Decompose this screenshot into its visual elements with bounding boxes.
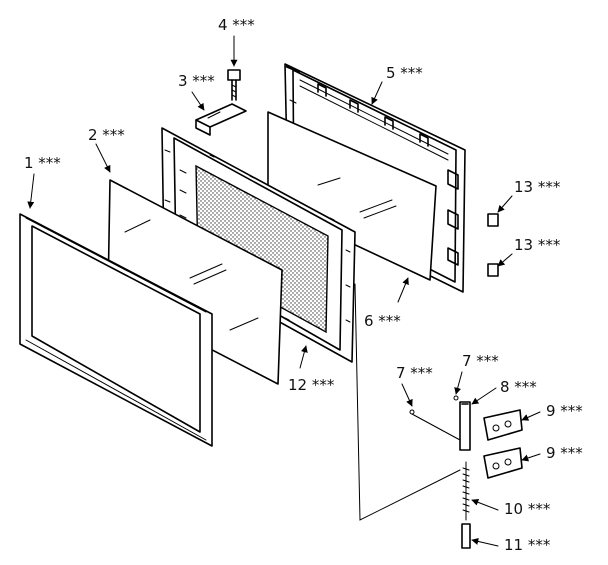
leader-arrows xyxy=(27,35,541,547)
callout-9a: 9 *** xyxy=(546,402,583,420)
door-outer-frame xyxy=(19,213,213,447)
callout-10: 10 *** xyxy=(504,500,551,518)
door-inner-glass xyxy=(267,111,437,281)
bracket xyxy=(195,103,247,136)
callout-3: 3 *** xyxy=(178,72,215,90)
callout-6: 6 *** xyxy=(364,312,401,330)
hinge-pin-assembly xyxy=(409,395,471,451)
pin xyxy=(461,523,471,549)
door-front-glass xyxy=(107,179,283,385)
clip-upper xyxy=(487,213,499,227)
callout-5: 5 *** xyxy=(386,64,423,82)
assembly-leader-line xyxy=(354,283,461,521)
clip-lower xyxy=(487,263,499,277)
spring xyxy=(462,461,470,521)
callout-labels: 1 *** 2 *** 3 *** 4 *** 5 *** 6 *** 7 **… xyxy=(24,16,583,554)
hinge-lower xyxy=(483,447,523,479)
screw xyxy=(227,69,241,101)
callout-1: 1 *** xyxy=(24,154,61,172)
callout-13b: 13 *** xyxy=(514,236,561,254)
callout-7b: 7 *** xyxy=(462,352,499,370)
callout-4: 4 *** xyxy=(218,16,255,34)
callout-7a: 7 *** xyxy=(396,364,433,382)
hinge-upper xyxy=(483,409,523,441)
callout-8: 8 *** xyxy=(500,378,537,396)
callout-12: 12 *** xyxy=(288,376,335,394)
callout-9b: 9 *** xyxy=(546,444,583,462)
callout-11: 11 *** xyxy=(504,536,551,554)
callout-2: 2 *** xyxy=(88,126,125,144)
callout-13a: 13 *** xyxy=(514,178,561,196)
